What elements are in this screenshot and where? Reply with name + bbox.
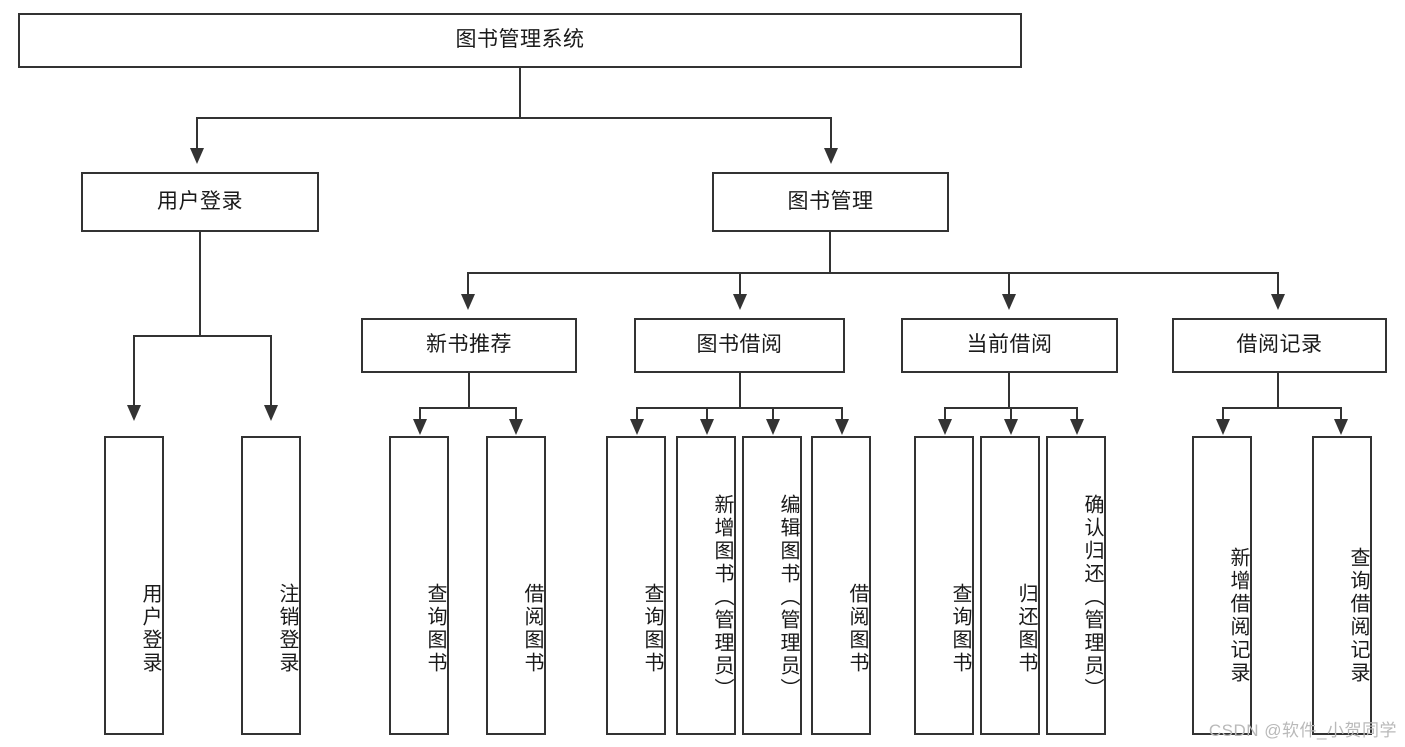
- connector-drop-user-login: [196, 117, 198, 150]
- connector-drop-nb-leaf-2: [515, 407, 517, 421]
- node-borrow-record[interactable]: 借阅记录: [1172, 318, 1387, 373]
- connector-user-login-stem: [199, 232, 201, 336]
- arrow-bb-leaf-1: [630, 419, 644, 435]
- connector-drop-current-borrow: [1008, 272, 1010, 296]
- connector-borrow-record-stem: [1277, 373, 1279, 408]
- connector-drop-borrow-record: [1277, 272, 1279, 296]
- arrow-bb-leaf-2: [700, 419, 714, 435]
- connector-drop-new-book: [467, 272, 469, 296]
- leaf-nb-borrow-book[interactable]: 借阅图书: [486, 436, 546, 735]
- leaf-cb-confirm-return-admin[interactable]: 确认归还（管理员）: [1046, 436, 1106, 735]
- leaf-user-login[interactable]: 用户登录: [104, 436, 164, 735]
- leaf-label: 用户登录: [139, 582, 161, 675]
- leaf-label: 归还图书: [1015, 582, 1037, 675]
- leaf-label: 确认归还（管理员）: [1081, 494, 1103, 701]
- node-label: 借阅记录: [1236, 333, 1323, 357]
- connector-root-stem: [519, 68, 521, 117]
- leaf-label: 查询图书: [949, 582, 971, 675]
- arrow-book-borrow: [733, 294, 747, 310]
- leaf-logout[interactable]: 注销登录: [241, 436, 301, 735]
- watermark-text: CSDN @软件_小贺同学: [1208, 721, 1397, 740]
- connector-new-book-stem: [468, 373, 470, 408]
- leaf-bb-borrow-book[interactable]: 借阅图书: [811, 436, 871, 735]
- node-label: 图书管理系统: [455, 28, 585, 52]
- connector-drop-bb-leaf-2: [706, 407, 708, 421]
- arrow-nb-leaf-2: [509, 419, 523, 435]
- node-label: 当前借阅: [966, 333, 1053, 357]
- node-book-borrow[interactable]: 图书借阅: [634, 318, 845, 373]
- arrow-br-leaf-1: [1216, 419, 1230, 435]
- leaf-label: 借阅图书: [846, 582, 868, 675]
- node-user-login[interactable]: 用户登录: [81, 172, 319, 232]
- arrow-cb-leaf-1: [938, 419, 952, 435]
- leaf-br-add-record[interactable]: 新增借阅记录: [1192, 436, 1252, 735]
- arrow-cb-leaf-2: [1004, 419, 1018, 435]
- leaf-nb-query-book[interactable]: 查询图书: [389, 436, 449, 735]
- leaf-label: 查询图书: [424, 582, 446, 675]
- connector-drop-leaf-user-login: [133, 335, 135, 407]
- arrow-new-book: [461, 294, 475, 310]
- connector-drop-br-leaf-1: [1222, 407, 1224, 421]
- node-book-management[interactable]: 图书管理: [712, 172, 949, 232]
- leaf-cb-return-book[interactable]: 归还图书: [980, 436, 1040, 735]
- arrow-leaf-user-login: [127, 405, 141, 421]
- leaf-label: 编辑图书（管理员）: [777, 494, 799, 701]
- leaf-label: 新增借阅记录: [1227, 546, 1249, 685]
- arrow-nb-leaf-1: [413, 419, 427, 435]
- connector-drop-bb-leaf-1: [636, 407, 638, 421]
- leaf-label: 查询图书: [641, 582, 663, 675]
- leaf-label: 查询借阅记录: [1347, 546, 1369, 685]
- leaf-br-query-record[interactable]: 查询借阅记录: [1312, 436, 1372, 735]
- connector-bus-borrow-record-leaves: [1222, 407, 1342, 409]
- arrow-cb-leaf-3: [1070, 419, 1084, 435]
- connector-bus-level2: [196, 117, 831, 119]
- node-label: 图书借阅: [696, 333, 783, 357]
- arrow-leaf-logout: [264, 405, 278, 421]
- connector-drop-bb-leaf-4: [841, 407, 843, 421]
- leaf-bb-edit-book-admin[interactable]: 编辑图书（管理员）: [742, 436, 802, 735]
- arrow-user-login: [190, 148, 204, 164]
- connector-current-borrow-stem: [1008, 373, 1010, 408]
- connector-bus-level3: [467, 272, 1277, 274]
- leaf-label: 借阅图书: [521, 582, 543, 675]
- leaf-bb-query-book[interactable]: 查询图书: [606, 436, 666, 735]
- connector-book-borrow-stem: [739, 373, 741, 408]
- connector-bus-book-borrow-leaves: [636, 407, 843, 409]
- leaf-label: 注销登录: [276, 582, 298, 675]
- arrow-borrow-record: [1271, 294, 1285, 310]
- node-current-borrow[interactable]: 当前借阅: [901, 318, 1118, 373]
- connector-drop-cb-leaf-3: [1076, 407, 1078, 421]
- arrow-current-borrow: [1002, 294, 1016, 310]
- connector-drop-cb-leaf-1: [944, 407, 946, 421]
- leaf-bb-add-book-admin[interactable]: 新增图书（管理员）: [676, 436, 736, 735]
- connector-bus-user-login-leaves: [133, 335, 272, 337]
- arrow-book-mgmt: [824, 148, 838, 164]
- connector-drop-book-borrow: [739, 272, 741, 296]
- connector-book-mgmt-stem: [829, 232, 831, 273]
- arrow-br-leaf-2: [1334, 419, 1348, 435]
- node-label: 新书推荐: [426, 333, 512, 357]
- node-label: 图书管理: [787, 189, 874, 213]
- arrow-bb-leaf-4: [835, 419, 849, 435]
- node-new-book-recommend[interactable]: 新书推荐: [361, 318, 577, 373]
- connector-drop-leaf-logout: [270, 335, 272, 407]
- connector-drop-bb-leaf-3: [772, 407, 774, 421]
- leaf-cb-query-book[interactable]: 查询图书: [914, 436, 974, 735]
- connector-drop-br-leaf-2: [1340, 407, 1342, 421]
- node-label: 用户登录: [157, 189, 243, 213]
- leaf-label: 新增图书（管理员）: [711, 494, 733, 701]
- connector-bus-new-book-leaves: [419, 407, 517, 409]
- arrow-bb-leaf-3: [766, 419, 780, 435]
- connector-drop-cb-leaf-2: [1010, 407, 1012, 421]
- node-root-system[interactable]: 图书管理系统: [18, 13, 1022, 68]
- connector-drop-nb-leaf-1: [419, 407, 421, 421]
- connector-drop-book-mgmt: [830, 117, 832, 150]
